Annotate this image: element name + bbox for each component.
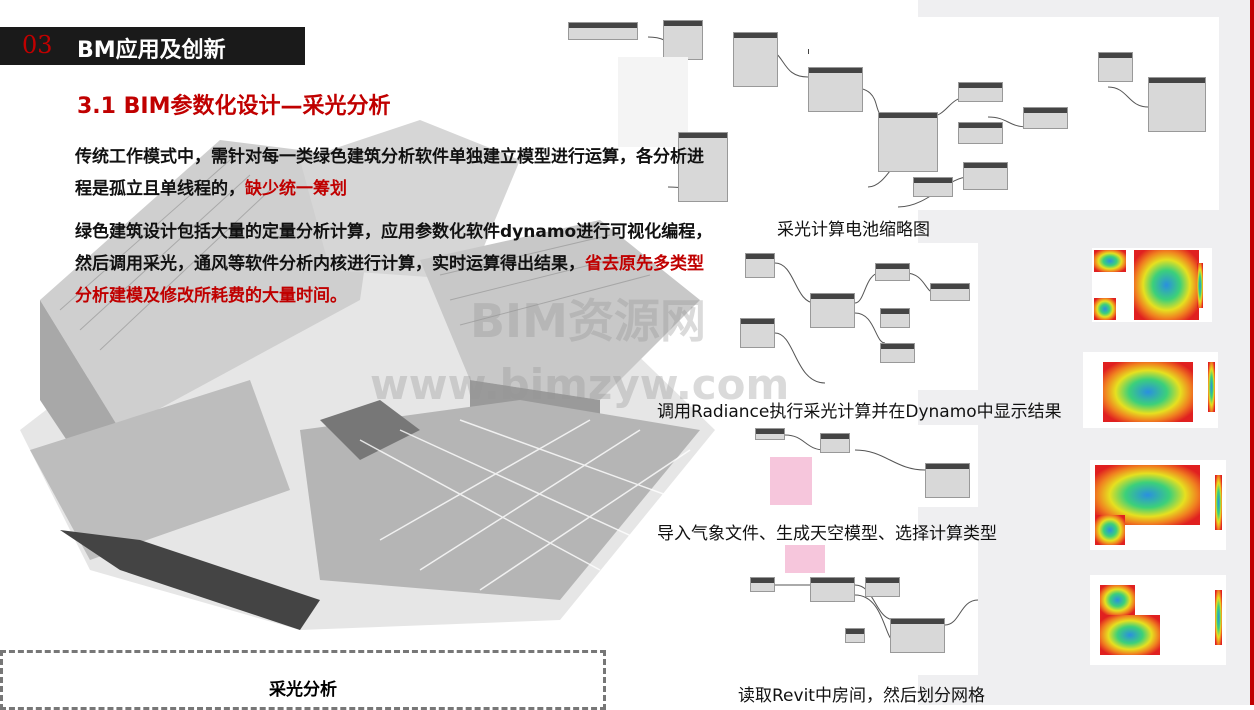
graph-node bbox=[865, 577, 900, 597]
dynamo-graph-daylight-overview bbox=[568, 17, 1219, 210]
graph-node bbox=[663, 20, 703, 60]
graph-node bbox=[845, 628, 865, 643]
graph-node bbox=[1023, 107, 1068, 129]
section-header: 03 BM应用及创新 bbox=[0, 27, 305, 65]
building-rendering bbox=[20, 120, 715, 630]
note-node bbox=[785, 545, 825, 573]
graph-node bbox=[810, 293, 855, 328]
graph-node bbox=[678, 132, 728, 202]
graph-node bbox=[875, 263, 910, 281]
graph-node bbox=[958, 82, 1003, 102]
dynamo-graph-weather-sky bbox=[745, 425, 978, 507]
paragraph-highlight: 省去原先多类型分析建模及修改所耗费的大量时间。 bbox=[75, 254, 704, 306]
image-label: 采光分析 bbox=[269, 680, 337, 700]
image-label-box: 采光分析 bbox=[0, 650, 606, 710]
graph-node bbox=[1098, 52, 1133, 82]
graph-node bbox=[755, 428, 785, 440]
paragraph-2: 绿色建筑设计包括大量的定量分析计算，应用参数化软件dynamo进行可视化编程，然… bbox=[75, 216, 715, 312]
paragraph-text: 绿色建筑设计包括大量的定量分析计算，应用参数化软件dynamo进行可视化编程，然… bbox=[75, 222, 713, 274]
daylight-heatmap-2 bbox=[1083, 352, 1218, 428]
graph-node bbox=[810, 577, 855, 602]
dynamo-graph-radiance bbox=[735, 243, 978, 390]
graph-node bbox=[750, 577, 775, 592]
watermark-text: BIM资源网 bbox=[470, 294, 706, 348]
paragraph-text: 传统工作模式中，需针对每一类绿色建筑分析软件单独建立模型进行运算，各分析进程是孤… bbox=[75, 147, 704, 199]
caption-revit-rooms: 读取Revit中房间，然后划分网格 bbox=[738, 686, 985, 706]
graph-node bbox=[820, 433, 850, 453]
graph-node bbox=[808, 67, 863, 112]
graph-node bbox=[880, 308, 910, 328]
section-title: BM应用及创新 bbox=[77, 38, 226, 63]
graph-node bbox=[963, 162, 1008, 190]
graph-node bbox=[890, 618, 945, 653]
daylight-heatmap-4 bbox=[1090, 575, 1226, 665]
watermark-url: www.bimzyw.com bbox=[370, 360, 790, 409]
paragraph-highlight: 缺少统一筹划 bbox=[245, 179, 347, 199]
section-number: 03 bbox=[22, 31, 53, 59]
accent-line bbox=[1250, 0, 1254, 705]
graph-node bbox=[745, 253, 775, 278]
dynamo-graph-revit-rooms bbox=[745, 540, 978, 675]
graph-node bbox=[958, 122, 1003, 144]
graph-node bbox=[1148, 77, 1206, 132]
graph-node bbox=[740, 318, 775, 348]
note-node bbox=[618, 57, 688, 147]
daylight-heatmap-3 bbox=[1090, 460, 1226, 550]
graph-node bbox=[878, 112, 938, 172]
note-node bbox=[770, 457, 812, 505]
graph-node bbox=[808, 49, 809, 54]
caption-daylight-overview: 采光计算电池缩略图 bbox=[777, 220, 930, 240]
graph-node bbox=[925, 463, 970, 498]
daylight-heatmap-1 bbox=[1092, 248, 1212, 322]
paragraph-1: 传统工作模式中，需针对每一类绿色建筑分析软件单独建立模型进行运算，各分析进程是孤… bbox=[75, 141, 715, 205]
graph-node bbox=[913, 177, 953, 197]
graph-node bbox=[930, 283, 970, 301]
graph-node bbox=[880, 343, 915, 363]
slide-subtitle: 3.1 BIM参数化设计—采光分析 bbox=[77, 94, 391, 119]
caption-radiance: 调用Radiance执行采光计算并在Dynamo中显示结果 bbox=[657, 402, 1062, 422]
graph-node bbox=[568, 22, 638, 40]
caption-weather-sky: 导入气象文件、生成天空模型、选择计算类型 bbox=[657, 524, 997, 544]
graph-wires bbox=[775, 584, 978, 641]
graph-node bbox=[733, 32, 778, 87]
